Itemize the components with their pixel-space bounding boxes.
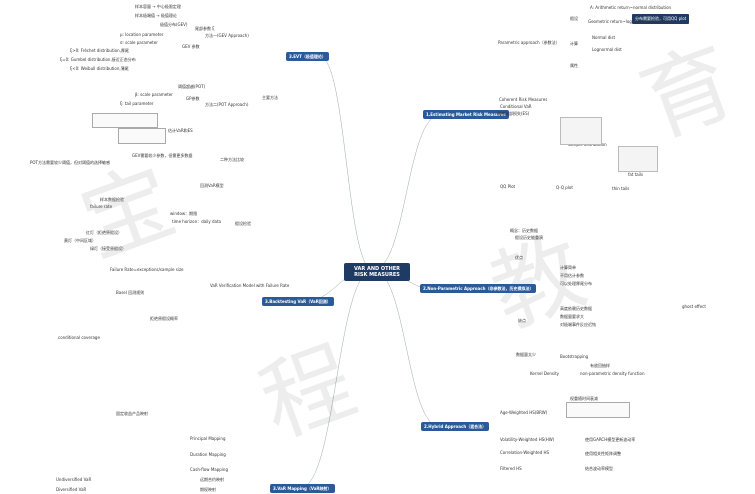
evt-node-9[interactable]: ξ=0: Gumbel distribution,接近正态分布 — [60, 57, 136, 62]
estimating-node-1[interactable]: Parametric approach（参数法） — [498, 40, 560, 45]
estimating-node-5[interactable]: 计算 — [570, 41, 578, 46]
formula-box-3 — [566, 402, 630, 418]
estimating-node-11[interactable]: 预期尾部损失(ES) — [497, 111, 530, 116]
mapping-node-4[interactable]: Cash-flow Mapping — [190, 467, 228, 472]
hybrid-node-7[interactable]: 使用相关性矩阵调整 — [585, 451, 621, 456]
hybrid-node-5[interactable]: 权重随时间衰减 — [570, 396, 598, 401]
backtesting-node-14[interactable]: conditional coverage — [58, 335, 100, 340]
hybrid-node-8[interactable]: 结合波动率模型 — [585, 466, 613, 471]
nonparam-node-6[interactable]: 可以处理厚尾分布 — [560, 281, 592, 286]
estimating-node-14[interactable]: fat tails — [628, 172, 644, 177]
backtesting-node-9[interactable]: 绿灯（接受原假设） — [90, 246, 126, 251]
connector-1 — [319, 56, 374, 271]
evt-node-12[interactable]: 阈值超越(POT) — [178, 84, 206, 89]
backtesting-node-11[interactable]: VaR Verification Model with Failure Rate — [210, 283, 290, 288]
mapping-node-7[interactable]: Undiversified VaR — [56, 477, 92, 482]
estimating-node-15[interactable]: thin tails — [612, 186, 630, 191]
nonparam-node-1[interactable]: 概念：历史数据 — [510, 228, 538, 233]
evt-node-16[interactable]: 方法二(POT Approach) — [205, 102, 249, 107]
evt-node-19[interactable]: 主要方法 — [262, 95, 278, 100]
backtesting-node-10[interactable]: Failure Rate=exceptions/sample size — [110, 267, 184, 272]
nonparam-node-9[interactable]: 数据量要求大 — [560, 314, 584, 319]
mapping-node-5[interactable]: 远期合约映射 — [200, 477, 224, 482]
estimating-node-2[interactable]: 假设 — [570, 16, 578, 21]
connector-4 — [372, 114, 441, 271]
branch-nonparam[interactable]: 2.Non-Parametric Approach（非参数法，历史模拟法） — [420, 284, 537, 293]
evt-node-10[interactable]: ξ<0: Weibull distribution,薄尾 — [70, 66, 129, 71]
backtesting-node-4[interactable]: window：期限 — [170, 211, 198, 216]
mapping-node-6[interactable]: 期权映射 — [200, 487, 216, 492]
hybrid-node-6[interactable]: 使用GARCH模型更新波动率 — [585, 437, 636, 442]
estimating-node-7[interactable]: Lognormal dist — [592, 47, 622, 52]
backtesting-node-7[interactable]: 红灯（拒绝原假设） — [86, 230, 122, 235]
branch-hybrid[interactable]: 2.Hybrid Approach（混合法） — [421, 422, 490, 431]
nonparam-node-4[interactable]: 计算简单 — [560, 265, 576, 270]
evt-node-7[interactable]: GEV 参数 — [182, 44, 200, 49]
evt-node-21[interactable]: POT方法需要较少阈值，但对阈值的选择敏感 — [30, 160, 111, 165]
mapping-node-1[interactable]: 固定收益产品映射 — [116, 411, 148, 416]
estimating-node-16[interactable]: Q-Q plot — [556, 185, 573, 190]
nonparam-node-13[interactable]: Bootstrapping — [560, 354, 589, 359]
backtesting-node-3[interactable]: failure rate — [90, 204, 113, 209]
qq-fat-tails-image — [618, 146, 658, 172]
formula-box-2 — [118, 128, 166, 144]
nonparam-node-2[interactable]: 假设历史能重演 — [515, 235, 543, 240]
evt-node-8[interactable]: ξ>0: Fréchet distribution,厚尾 — [70, 48, 129, 53]
evt-node-17[interactable]: 估计VaR和ES — [168, 128, 193, 133]
center-topic[interactable]: VAR AND OTHER RISK MEASURES — [344, 263, 410, 281]
connector-6 — [372, 269, 441, 428]
evt-node-5[interactable]: μ: location parameter — [120, 32, 164, 37]
evt-node-15[interactable]: GP参数 — [186, 96, 200, 101]
evt-node-6[interactable]: σ: scale parameter — [120, 40, 158, 45]
backtesting-node-8[interactable]: 黄灯（中间区域） — [64, 238, 96, 243]
estimating-node-9[interactable]: Conditional VaR — [500, 104, 532, 109]
qq-plot-tag: 分布需要检验，可用QQ plot — [632, 14, 690, 24]
evt-node-20[interactable]: GEV需要较少参数，但需更多数据 — [132, 153, 193, 158]
nonparam-node-12[interactable]: 数据量太少 — [516, 352, 536, 357]
nonparam-node-11[interactable]: ghost effect — [682, 304, 706, 309]
estimating-node-10[interactable]: 属性 — [570, 63, 578, 68]
backtesting-node-1[interactable]: 回测VaR模型 — [200, 183, 224, 188]
hybrid-node-1[interactable]: Age-Weighted HS(BRW) — [500, 410, 548, 415]
branch-estimating[interactable]: 1.Estimating Market Risk Measures — [423, 110, 509, 119]
evt-node-3[interactable]: 极值分布(GEV) — [160, 22, 188, 27]
formula-box-1 — [92, 113, 158, 128]
backtesting-node-13[interactable]: 拒绝原假设概率 — [150, 316, 178, 321]
nonparam-node-8[interactable]: 高度依赖历史数据 — [560, 306, 592, 311]
mapping-node-2[interactable]: Principal Mapping — [190, 436, 226, 441]
nonparam-node-3[interactable]: 优点 — [515, 255, 523, 260]
evt-node-13[interactable]: β: scale parameter — [135, 92, 173, 97]
nonparam-node-5[interactable]: 不用估计参数 — [560, 273, 584, 278]
branch-evt[interactable]: 3.EVT（极值理论） — [286, 52, 329, 61]
evt-node-11[interactable]: 方法一(GEV Approach) — [205, 33, 249, 38]
evt-node-4[interactable]: 尾部参数 ξ — [195, 26, 215, 31]
estimating-node-8[interactable]: Coherent Risk Measures — [499, 97, 548, 102]
hybrid-node-3[interactable]: Correlation-Weighted HS — [500, 450, 550, 455]
nonparam-node-16[interactable]: non-parametric density function — [580, 371, 645, 376]
evt-node-2[interactable]: 样本极端值 → 极值理论 — [135, 13, 177, 18]
evt-node-1[interactable]: 样本容量 → 中心极限定理 — [135, 4, 181, 9]
backtesting-node-6[interactable]: 假设检验 — [235, 221, 251, 226]
nonparam-node-14[interactable]: 有放回抽样 — [590, 363, 610, 368]
nonparam-node-15[interactable]: Kernel Density — [530, 371, 560, 376]
evt-node-14[interactable]: ξ: tail parameter — [120, 101, 154, 106]
qq-sample-distribution-image — [560, 117, 602, 145]
estimating-node-6[interactable]: Normal dist — [592, 35, 616, 40]
hybrid-node-4[interactable]: Filtered HS — [500, 466, 522, 471]
backtesting-node-5[interactable]: time horizon：daily data — [172, 219, 221, 224]
estimating-node-12[interactable]: QQ Plot — [500, 184, 516, 189]
estimating-node-3[interactable]: A: Arithmetic return~normal distribution — [590, 5, 672, 10]
mapping-node-8[interactable]: Diversified VaR — [56, 487, 87, 492]
mapping-node-3[interactable]: Duration Mapping — [190, 452, 226, 457]
backtesting-node-2[interactable]: 样本数据检验 — [100, 197, 124, 202]
estimating-node-4[interactable]: Geometric return~lognormal distribution — [588, 19, 670, 24]
branch-mapping[interactable]: 3.VaR Mapping（VaR映射） — [270, 484, 335, 493]
evt-node-18[interactable]: 二种方法比较 — [220, 157, 244, 162]
backtesting-node-12[interactable]: Basel 回测规则 — [116, 290, 145, 295]
nonparam-node-7[interactable]: 缺点 — [518, 318, 526, 323]
hybrid-node-2[interactable]: Volatility-Weighted HS(HW) — [500, 437, 555, 442]
branch-backtesting[interactable]: 3.Backtesting VaR（VaR回测） — [262, 297, 334, 306]
nonparam-node-10[interactable]: 对极端事件反应迟钝 — [560, 322, 596, 327]
